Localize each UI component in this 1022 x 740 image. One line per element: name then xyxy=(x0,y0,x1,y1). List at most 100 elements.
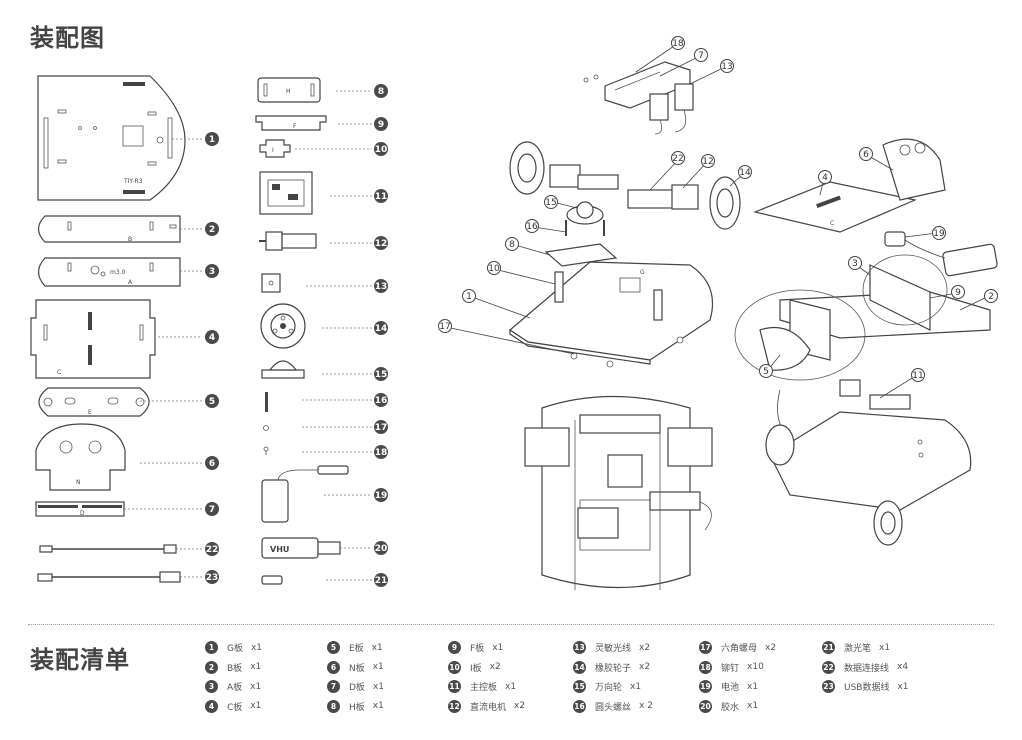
callout-badge-3: 3 xyxy=(205,264,219,278)
callout-badge-5: 5 xyxy=(205,394,219,408)
callout-badge-20: 20 xyxy=(374,541,388,555)
part-round-screw xyxy=(265,392,268,412)
part-rivet xyxy=(263,446,269,455)
svg-text:4: 4 xyxy=(822,173,828,183)
part-glue: VHU xyxy=(261,537,341,559)
part-f-board: F xyxy=(255,115,327,131)
part-h-board: H xyxy=(257,77,321,103)
svg-text:11: 11 xyxy=(375,192,388,202)
callout-badge-23: 23 xyxy=(205,570,219,584)
svg-text:19: 19 xyxy=(933,229,945,239)
callout-badge-7: 7 xyxy=(205,502,219,516)
svg-text:21: 21 xyxy=(375,576,388,586)
callout-badge-8: 8 xyxy=(374,84,388,98)
callout-outline-6: 6 xyxy=(859,147,873,161)
svg-text:3: 3 xyxy=(209,267,215,277)
callout-badge-2: 2 xyxy=(205,222,219,236)
callout-badge-14: 14 xyxy=(374,321,388,335)
assembly-diagram-title: 装配图 xyxy=(30,24,105,52)
callout-badge-17: 17 xyxy=(374,420,388,434)
svg-text:13: 13 xyxy=(375,282,388,292)
svg-text:9: 9 xyxy=(955,288,961,298)
g-board-code: TIY-R3 xyxy=(123,178,143,185)
callout-badge-1: 1 xyxy=(205,132,219,146)
section-divider xyxy=(28,624,994,625)
part-a-board: m3.0 A xyxy=(37,257,181,287)
svg-text:2: 2 xyxy=(988,292,994,302)
e-board-letter: E xyxy=(88,409,92,416)
svg-text:4: 4 xyxy=(209,333,215,343)
svg-text:10: 10 xyxy=(375,145,388,155)
b-board-letter: B xyxy=(128,236,132,243)
callout-badge-18: 18 xyxy=(374,445,388,459)
svg-text:5: 5 xyxy=(209,397,215,407)
base-g-letter: G xyxy=(640,269,645,276)
svg-text:7: 7 xyxy=(209,505,215,515)
a-board-code: m3.0 xyxy=(110,269,126,276)
part-battery xyxy=(261,465,349,523)
callout-badge-16: 16 xyxy=(374,393,388,407)
part-d-board: D xyxy=(35,501,125,517)
callout-outline-3: 3 xyxy=(848,256,862,270)
part-g-board: TIY-R3 xyxy=(37,75,186,201)
exploded-view: G C xyxy=(509,61,998,590)
svg-text:6: 6 xyxy=(209,459,215,469)
svg-text:11: 11 xyxy=(912,371,923,381)
i-board-letter: I xyxy=(272,147,274,154)
part-rubber-wheel xyxy=(260,303,306,349)
callout-outline-11: 11 xyxy=(911,368,925,382)
svg-text:9: 9 xyxy=(378,120,384,130)
callout-outline-18: 18 xyxy=(671,36,685,50)
callout-badge-15: 15 xyxy=(374,367,388,381)
part-usb-cable xyxy=(37,571,181,583)
callout-outline-13: 13 xyxy=(720,59,734,73)
callout-badge-6: 6 xyxy=(205,456,219,470)
svg-text:8: 8 xyxy=(509,240,515,250)
svg-text:8: 8 xyxy=(378,87,384,97)
part-caster-wheel xyxy=(261,360,305,379)
svg-text:22: 22 xyxy=(206,545,219,555)
svg-text:18: 18 xyxy=(672,39,684,49)
svg-text:12: 12 xyxy=(375,239,388,249)
callout-outline-2: 2 xyxy=(984,289,998,303)
svg-text:15: 15 xyxy=(545,198,556,208)
glue-text: VHU xyxy=(270,545,289,554)
callout-outline-1: 1 xyxy=(462,289,476,303)
base-c-letter: C xyxy=(830,220,834,227)
svg-text:14: 14 xyxy=(375,324,388,334)
svg-text:14: 14 xyxy=(739,168,751,178)
svg-text:17: 17 xyxy=(439,322,450,332)
f-board-letter: F xyxy=(293,123,297,130)
part-laser-pointer xyxy=(261,575,283,585)
part-c-board: C xyxy=(30,299,156,379)
svg-text:19: 19 xyxy=(375,491,388,501)
callout-outline-15: 15 xyxy=(544,195,558,209)
h-board-letter: H xyxy=(286,88,291,95)
svg-text:10: 10 xyxy=(488,264,500,274)
svg-text:16: 16 xyxy=(526,222,538,232)
bill-of-materials-title: 装配清单 xyxy=(30,646,130,674)
part-n-board: N xyxy=(35,423,126,491)
assembly-diagram: TIY-R3 B m3.0 A C E N D xyxy=(30,36,998,590)
part-dc-motor xyxy=(259,231,317,251)
svg-text:6: 6 xyxy=(863,150,869,160)
part-light-sensor xyxy=(261,273,281,293)
